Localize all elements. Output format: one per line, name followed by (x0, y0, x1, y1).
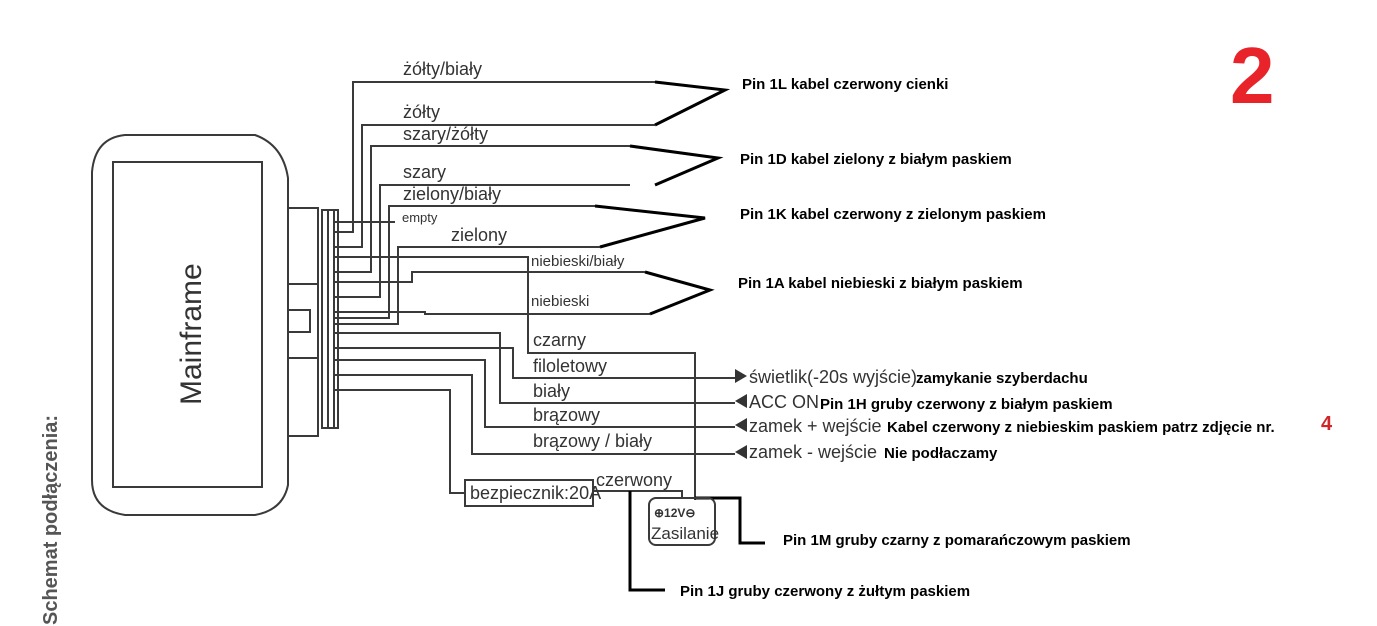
wire-line (334, 124, 655, 248)
annotation-line (629, 144, 724, 187)
power-note-1j: Pin 1J gruby czerwony z żułtym paskiem (680, 583, 970, 600)
wire-label: niebieski/biały (531, 253, 625, 270)
arrow-left-icon (735, 394, 747, 408)
wire-label: zielony/biały (403, 184, 501, 204)
io-note: Pin 1H gruby czerwony z białym paskiem (820, 396, 1113, 413)
wire-line (334, 145, 630, 273)
annotation-line (628, 491, 665, 592)
wire-line (593, 490, 683, 498)
annotation-line (654, 80, 731, 127)
io-note: zamykanie szyberdachu (916, 370, 1088, 387)
arrow-right-icon (735, 369, 747, 383)
wire-label: brązowy / biały (533, 431, 652, 451)
io-note: Kabel czerwony z niebieskim paskiem patr… (887, 419, 1275, 436)
wire-label: zielony (451, 225, 507, 245)
fuse-box (464, 479, 594, 507)
io-label: świetlik(-20s wyjście) (749, 367, 917, 387)
page-number: 2 (1230, 31, 1275, 120)
wire-line (334, 347, 735, 379)
power-polarity: ⊕12V⊖ (654, 506, 695, 520)
pin-note-1a: Pin 1A kabel niebieski z białym paskiem (738, 275, 1023, 292)
wire-label: niebieski (531, 293, 589, 310)
wire-line (334, 311, 650, 315)
wire-line (334, 332, 735, 404)
wire-line (334, 81, 660, 233)
fuse-wire-label: czerwony (596, 470, 672, 490)
wire-label: empty (402, 210, 438, 225)
power-block (648, 497, 716, 546)
mainframe-unit: Mainframe (91, 134, 339, 516)
wire-line (334, 389, 465, 494)
wire-label: filoletowy (533, 356, 607, 376)
wire-label: żółty/biały (403, 59, 482, 79)
wire-label: szary (403, 162, 446, 182)
annotation-line (695, 496, 765, 545)
io-note: Nie podłaczamy (884, 445, 998, 462)
power-note-1m: Pin 1M gruby czarny z pomarańczowym pask… (783, 532, 1131, 549)
fuse-label: bezpiecznik:20A (470, 483, 601, 503)
pin-note-1k: Pin 1K kabel czerwony z zielonym paskiem (740, 206, 1046, 223)
wires-group (334, 81, 735, 500)
io-label: ACC ON (749, 392, 819, 412)
wire-line (334, 184, 630, 298)
wire-label: biały (533, 381, 570, 401)
wire-label: czarny (533, 330, 586, 350)
wire-line (334, 359, 735, 428)
mainframe-label: Mainframe (175, 263, 208, 405)
io-label: zamek - wejście (749, 442, 877, 462)
arrow-left-icon (735, 445, 747, 459)
wire-line (334, 205, 595, 319)
wire-label: szary/żółty (403, 124, 488, 144)
wire-line (334, 246, 600, 325)
power-label: Zasilanie (651, 524, 719, 543)
pin-note-1l: Pin 1L kabel czerwony cienki (742, 76, 948, 93)
arrow-left-icon (735, 418, 747, 432)
wire-line (334, 374, 735, 455)
wire-label: żółty (403, 102, 440, 122)
diagram-title: Schemat podłączenia: (40, 415, 62, 625)
wire-line (334, 271, 645, 283)
io-label: zamek + wejście (749, 416, 882, 436)
annotation-line (644, 270, 715, 316)
wire-label: brązowy (533, 405, 600, 425)
annotation-lines (594, 80, 765, 592)
pin-note-1d: Pin 1D kabel zielony z białym paskiem (740, 151, 1012, 168)
photo-ref: 4 (1321, 413, 1333, 435)
annotation-line (594, 204, 706, 249)
